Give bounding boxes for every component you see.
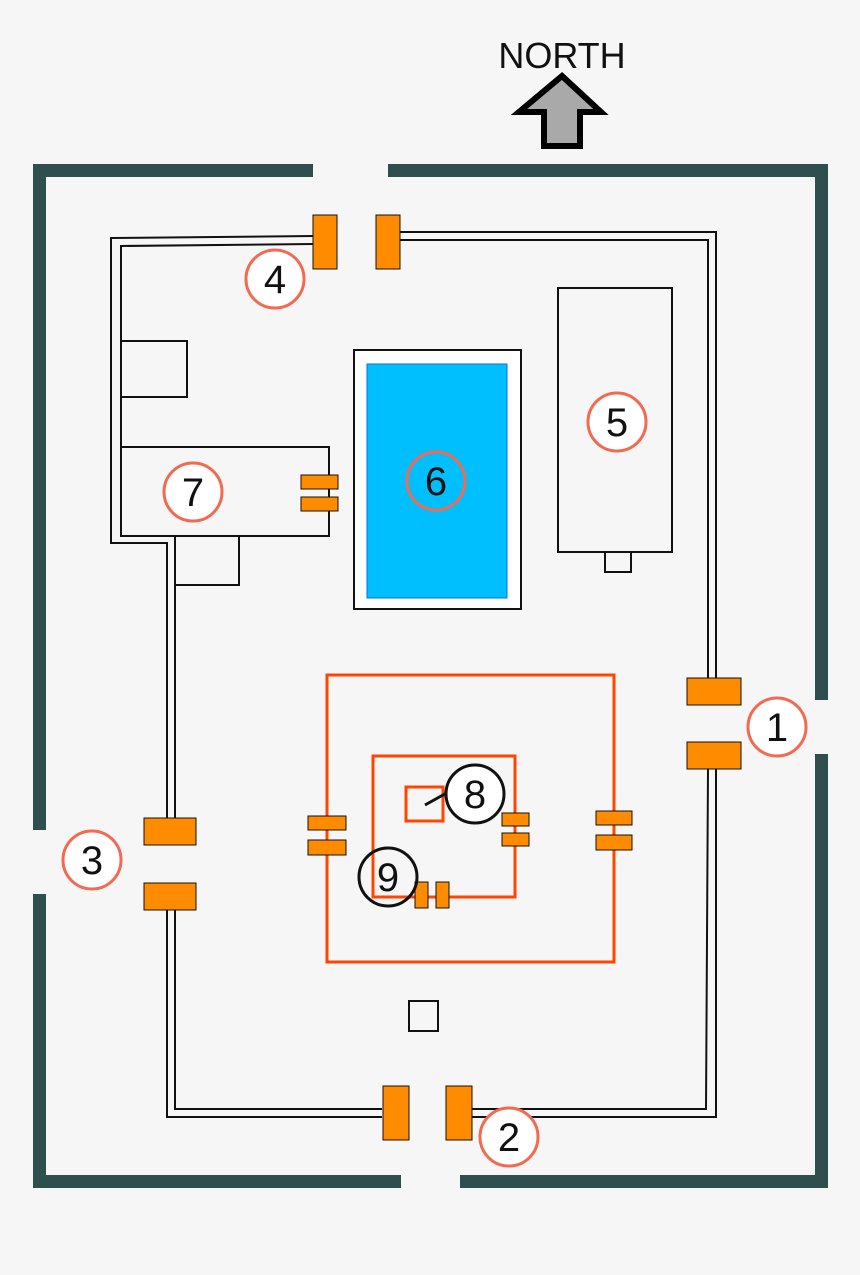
north-label: NORTH [498, 35, 625, 76]
marker-9: 9 [357, 846, 419, 908]
small-structure [408, 1000, 439, 1032]
marker-2-label: 2 [498, 1116, 520, 1160]
inner-south-door-left [414, 881, 429, 909]
outer-wall-right-upper [815, 164, 828, 700]
gate-3-upper-leaf [143, 817, 197, 846]
marker-1-label: 1 [766, 706, 788, 750]
outer-wall [33, 164, 828, 1188]
gate-4-right-leaf [375, 214, 401, 270]
outer-wall-left-upper [33, 164, 46, 830]
marker-2: 2 [478, 1106, 540, 1168]
marker-7-label: 7 [182, 471, 204, 515]
marker-5-label: 5 [606, 401, 628, 445]
gate-4-left-leaf [312, 214, 338, 270]
outer-wall-top-right [388, 164, 828, 177]
gate-1-upper-leaf [686, 677, 742, 706]
inner-wall-inner-line-se [472, 767, 709, 1110]
pool-water [366, 363, 508, 599]
marker-5: 5 [586, 391, 648, 453]
gate-2-right-leaf [445, 1085, 473, 1141]
outer-wall-right-lower [815, 754, 828, 1188]
marker-4: 4 [244, 248, 306, 310]
sanctum-east-door-upper [595, 810, 633, 826]
markers: 1 2 3 4 5 6 7 [61, 248, 808, 1168]
hall-7-door-lower [300, 496, 339, 512]
marker-9-label: 9 [377, 856, 399, 900]
inner-wall-outer-line-sw [166, 908, 382, 1118]
marker-8-label: 8 [464, 773, 486, 817]
gate-3-lower-leaf [143, 882, 197, 911]
inner-wall-inner-line-ne [400, 239, 709, 678]
inner-wall-outer-line-ne [400, 231, 717, 678]
building-5-step [604, 551, 632, 573]
marker-3-label: 3 [81, 839, 103, 883]
marker-6: 6 [405, 450, 467, 512]
north-compass: NORTH [498, 35, 626, 149]
north-arrow-icon [510, 72, 609, 149]
sanctum-core [404, 785, 445, 823]
sanctum-east-door-lower [595, 834, 633, 851]
marker-3: 3 [61, 829, 123, 891]
outer-wall-bottom-left [33, 1175, 401, 1188]
marker-6-label: 6 [425, 460, 447, 504]
building-5 [557, 287, 673, 573]
gate-2-left-leaf [382, 1085, 410, 1141]
marker-8: 8 [424, 763, 506, 825]
inner-wall-outer-line [110, 235, 314, 825]
inner-east-door-lower [501, 832, 530, 847]
inner-south-door-right [435, 881, 450, 909]
inner-east-door-upper [501, 812, 530, 827]
outer-wall-bottom-right [460, 1175, 828, 1188]
gates [143, 214, 742, 1141]
marker-4-label: 4 [264, 258, 286, 302]
inner-wall-inner-line [120, 243, 314, 820]
gate-1-lower-leaf [686, 741, 742, 770]
outer-wall-top-left [33, 164, 313, 177]
annex-north [120, 340, 188, 398]
sanctum-west-door-lower [307, 839, 347, 856]
annex-south [174, 535, 240, 586]
hall-7-outline [121, 446, 330, 537]
pool-6 [353, 349, 522, 610]
marker-7: 7 [162, 461, 224, 523]
inner-wall-outer-line-se [472, 768, 717, 1118]
marker-1: 1 [746, 696, 808, 758]
inner-wall [110, 231, 717, 1118]
inner-wall-inner-line-sw [174, 908, 382, 1110]
structure-7 [120, 340, 330, 586]
sanctum-west-door-upper [307, 815, 347, 831]
outer-wall-left-lower [33, 894, 46, 1188]
hall-7-door-upper [300, 474, 339, 490]
